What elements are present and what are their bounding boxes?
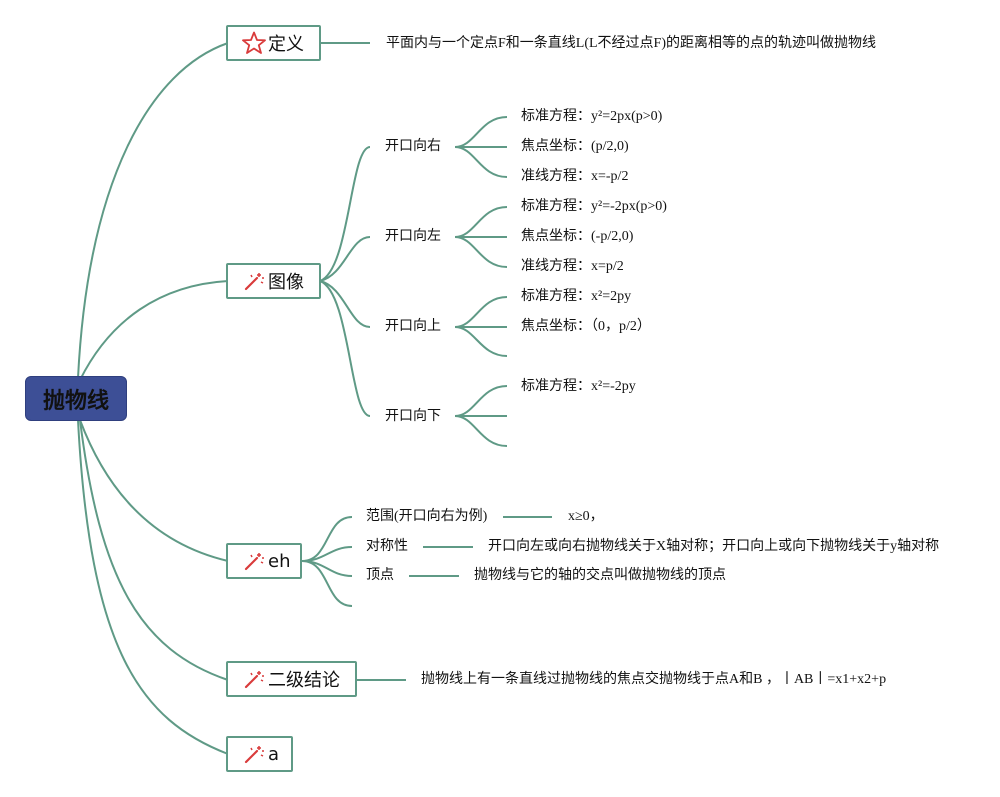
eh-item-label: 范围(开口向右为例) [366,509,488,524]
branch-conclusion[interactable]: 二级结论 [226,661,357,697]
group-label: 开口向左 [385,229,441,244]
group-item: 标准方程：x²=2py [521,289,632,304]
group-item: 标准方程：y²=-2px(p>0) [521,199,667,214]
conclusion-label: 二级结论 [268,670,340,691]
eh-item-value: 开口向左或向右抛物线关于X轴对称；开口向上或向下抛物线关于y轴对称 [488,539,940,554]
eh-item-value: 抛物线与它的轴的交点叫做抛物线的顶点 [474,568,726,583]
root-node[interactable]: 抛物线 [25,376,127,421]
group-label: 开口向右 [385,139,441,154]
magic-wand-icon [244,671,264,689]
branch-definition[interactable]: 定义 [226,25,321,61]
group-item: 焦点坐标：（0，p/2） [521,319,651,334]
group-label: 开口向下 [385,409,441,424]
group-item: 标准方程：y²=2px(p>0) [521,109,663,124]
branch-eh[interactable]: eh [226,543,302,579]
group-label: 开口向上 [385,319,441,334]
image-label: 图像 [268,272,304,293]
magic-wand-icon [244,746,264,764]
group-item: 准线方程：x=p/2 [521,259,624,274]
group-item: 标准方程：x²=-2py [521,379,636,394]
eh-item-label: 顶点 [366,568,394,583]
eh-item-label: 对称性 [366,539,408,554]
definition-label: 定义 [268,34,304,55]
group-item: 焦点坐标：(p/2,0) [521,139,629,154]
eh-label: eh [268,550,291,572]
conclusion-text: 抛物线上有一条直线过抛物线的焦点交抛物线于点A和B ，丨AB丨=x1+x2+p [421,672,887,687]
definition-text: 平面内与一个定点F和一条直线L(L不经过点F)的距离相等的点的轨迹叫做抛物线 [386,36,876,51]
magic-wand-icon [244,553,264,571]
star-icon [242,31,266,54]
eh-item-value: x≥0， [568,509,604,524]
branch-image[interactable]: 图像 [226,263,321,299]
a-label: a [268,743,280,765]
group-item: 准线方程：x=-p/2 [521,169,629,184]
root-label: 抛物线 [42,388,109,414]
branch-a[interactable]: a [226,736,293,772]
group-item: 焦点坐标：(-p/2,0) [521,229,634,244]
magic-wand-icon [244,273,264,291]
